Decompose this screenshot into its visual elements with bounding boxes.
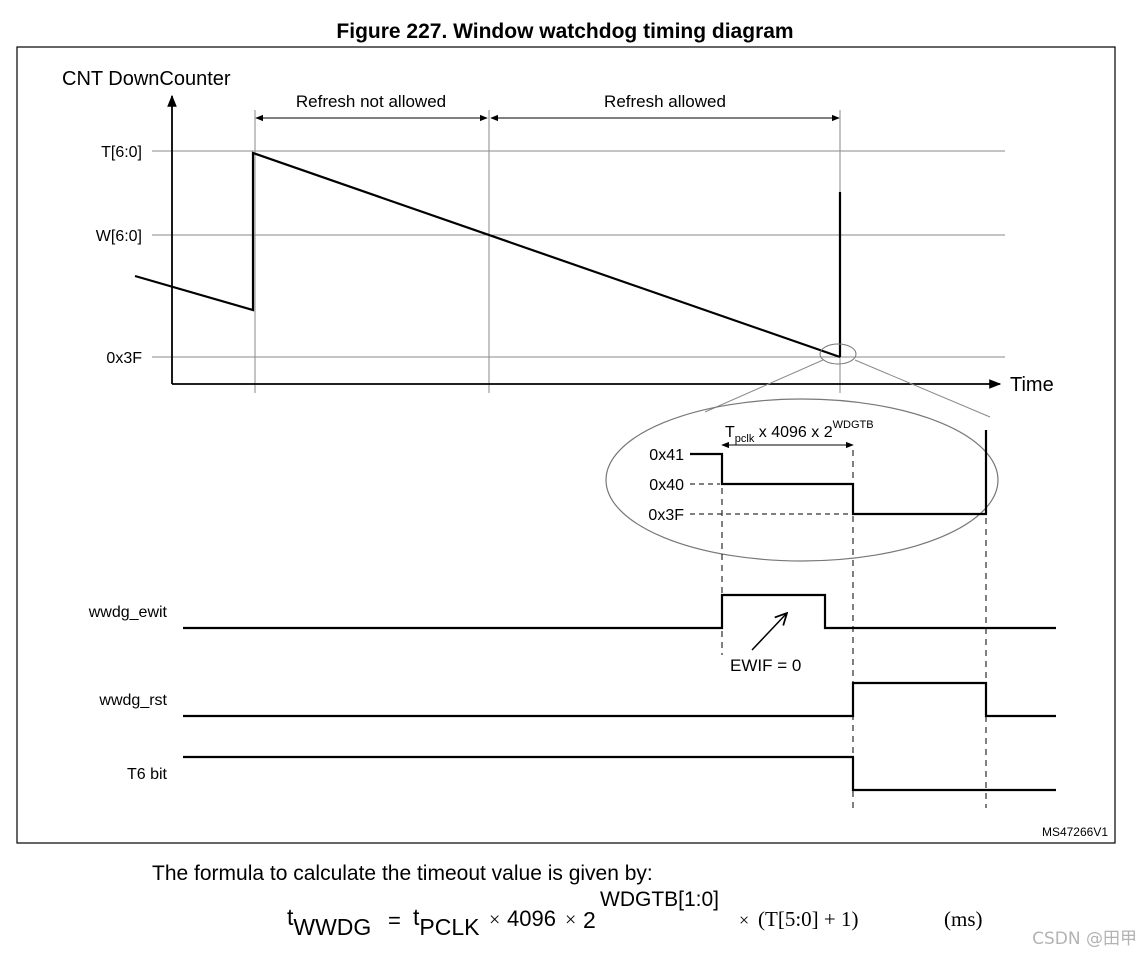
formula-equals: = — [388, 908, 401, 933]
zoom-focus-ring — [819, 343, 857, 365]
formula-t-pclk: tPCLK — [413, 904, 480, 940]
formula-t-range: (T[5:0] + 1) — [758, 907, 858, 931]
formula-exponent: WDGTB[1:0] — [600, 888, 719, 911]
zoom-level-3f: 0x3F — [648, 507, 684, 524]
signal-name-ewit: wwdg_ewit — [88, 604, 168, 621]
y-axis-title: CNT DownCounter — [62, 68, 231, 90]
counter-waveform — [134, 151, 841, 359]
timeout-formula: tWWDG = tPCLK × 4096 × 2 WDGTB[1:0] × (T… — [287, 888, 983, 940]
region-label-allowed: Refresh allowed — [604, 92, 726, 111]
waveform-t6 — [183, 755, 1056, 792]
x-axis-title: Time — [1010, 374, 1054, 396]
zoom-level-40: 0x40 — [649, 477, 684, 494]
figure-title: Figure 227. Window watchdog timing diagr… — [336, 20, 793, 43]
period-label: Tpclk x 4096 x 2WDGTB — [725, 419, 874, 445]
formula-base-2: 2 — [583, 907, 596, 933]
ewif-label: EWIF = 0 — [730, 656, 801, 675]
zoom-level-41: 0x41 — [649, 447, 684, 464]
formula-4096: 4096 — [507, 906, 556, 931]
level-gridlines — [152, 150, 1005, 358]
formula-intro: The formula to calculate the timeout val… — [152, 862, 653, 885]
zoom-ellipse — [605, 398, 999, 562]
formula-t-wwdg: tWWDG — [287, 904, 371, 940]
region-label-not-allowed: Refresh not allowed — [296, 92, 446, 111]
ewif-pointer — [751, 613, 787, 651]
figure-code: MS47266V1 — [1042, 825, 1108, 839]
level-label-3f: 0x3F — [106, 350, 142, 367]
figure-frame — [16, 46, 1116, 844]
waveform-ewit — [183, 593, 1056, 630]
watermark: CSDN @田甲 — [1032, 929, 1137, 949]
waveform-rst — [183, 681, 1056, 718]
formula-times-2: × — [565, 909, 576, 931]
signal-name-rst: wwdg_rst — [98, 692, 167, 709]
zoom-guide-left — [704, 359, 824, 413]
zoom-guide-right — [854, 359, 991, 418]
signal-name-t6: T6 bit — [127, 766, 168, 783]
level-label-w: W[6:0] — [96, 228, 142, 245]
level-label-t: T[6:0] — [101, 144, 142, 161]
phase-boundaries — [254, 110, 841, 393]
formula-unit: (ms) — [944, 907, 983, 931]
formula-times-3: × — [739, 910, 749, 930]
formula-times-1: × — [489, 909, 500, 931]
